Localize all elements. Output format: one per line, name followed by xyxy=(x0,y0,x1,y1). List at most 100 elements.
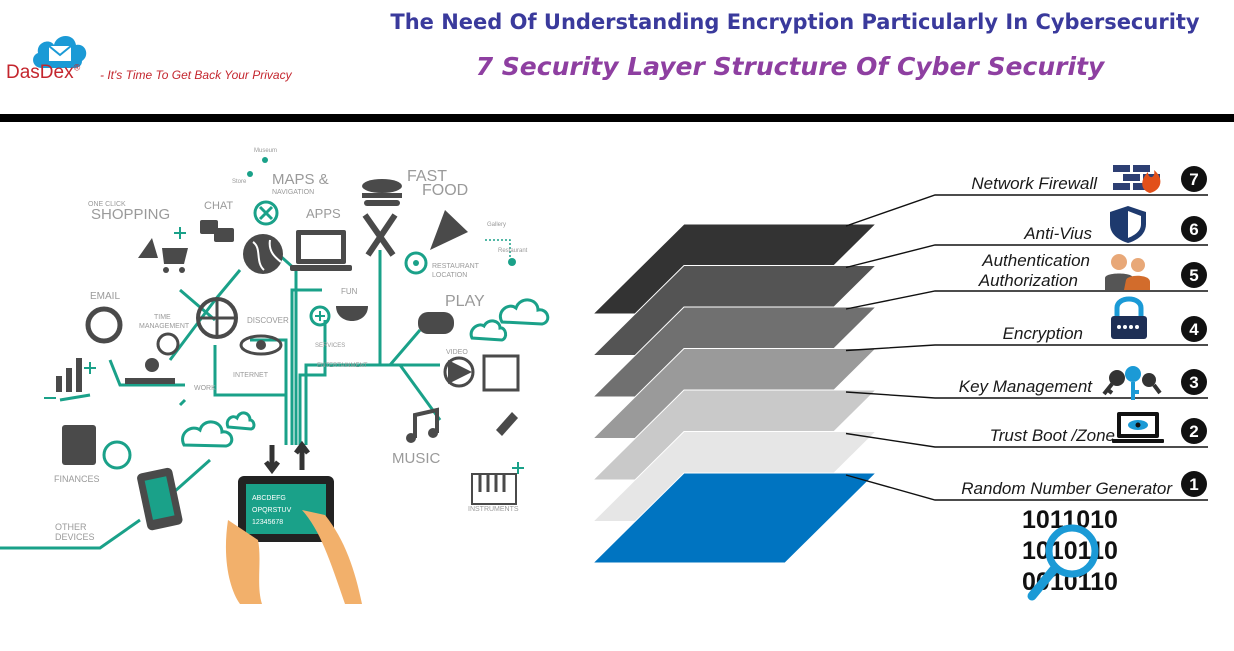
gallery-label: Gallery xyxy=(487,222,506,228)
internet-label: INTERNET xyxy=(233,372,269,379)
piano-keys-icon xyxy=(471,473,517,505)
layer-icons xyxy=(1102,165,1164,443)
leader-line-6 xyxy=(845,244,1208,269)
laptop-eye-icon xyxy=(1112,412,1164,443)
close-circle-icon xyxy=(253,200,279,226)
apps-label: APPS xyxy=(306,206,341,221)
binary-line-2: 1010110 xyxy=(1022,537,1118,565)
tablet-text-2: OPQRSTUV xyxy=(252,507,292,514)
globe-icon xyxy=(243,234,283,274)
dollar-icon xyxy=(102,440,132,470)
work-desk-icon xyxy=(125,378,175,384)
work-label: WORK xyxy=(194,385,216,392)
logo-brand: DasDex® xyxy=(6,62,81,83)
magnifier-icon xyxy=(1027,524,1099,601)
cloud-icons xyxy=(181,298,550,448)
time-label-2: MANAGEMENT xyxy=(139,323,190,330)
number-badge-3 xyxy=(1181,369,1207,395)
number-badge-5 xyxy=(1181,262,1207,288)
discover-label: DISCOVER xyxy=(247,316,289,325)
page-subtitle: 7 Security Layer Structure Of Cyber Secu… xyxy=(475,52,1105,81)
restaurant-location-label-1: RESTAURANT xyxy=(432,263,480,270)
leader-line-7 xyxy=(845,194,1208,227)
shopping-label: SHOPPING xyxy=(91,206,170,223)
upload-arrow-icon xyxy=(294,440,310,470)
leader-line-4 xyxy=(845,344,1208,352)
plus-signs xyxy=(44,227,524,474)
layer-label-5: Authentication xyxy=(981,251,1090,270)
shopping-cart-icon xyxy=(138,238,188,264)
fast-label: FAST xyxy=(407,168,447,185)
download-arrow-icon xyxy=(264,445,280,475)
email-at-icon xyxy=(85,306,123,344)
finances-label: FINANCES xyxy=(54,474,100,484)
logo: DasDex® - It's Time To Get Back Your Pri… xyxy=(6,28,326,88)
devices-label: DEVICES xyxy=(55,532,95,542)
pencil-icon xyxy=(496,412,518,436)
left-hand-icon xyxy=(225,520,262,604)
number-text-1: 1 xyxy=(1189,475,1198,494)
layer-planes xyxy=(591,223,878,564)
fun-mask-icon xyxy=(336,306,368,321)
eye-icon xyxy=(239,334,283,356)
layer-label-5-line2: Authorization xyxy=(978,271,1078,290)
layer-labels: Random Number Generator Trust Boot /Zone K… xyxy=(959,174,1174,498)
gamepad-icon xyxy=(418,312,454,334)
entertainment-label: ENTERTAINMENT xyxy=(317,363,368,369)
layer-label-2: Trust Boot /Zone xyxy=(990,426,1115,445)
page-title: The Need Of Understanding Encryption Par… xyxy=(390,10,1200,34)
number-text-5: 5 xyxy=(1189,266,1198,285)
layer-label-1: Random Number Generator xyxy=(961,479,1173,498)
fork-knife-icon xyxy=(362,213,398,257)
number-text-4: 4 xyxy=(1189,320,1199,339)
museum-pin-icon xyxy=(262,157,268,163)
instruments-label: INSTRUMENTS xyxy=(468,506,519,513)
number-badge-1 xyxy=(1181,471,1207,497)
music-note-icon xyxy=(413,407,439,438)
leader-lines xyxy=(845,194,1208,501)
time-label-1: TIME xyxy=(154,314,171,321)
digital-life-illustration: Museum MAPS & NAVIGATION Store FAST FOOD… xyxy=(0,148,550,604)
cloud-icon xyxy=(225,411,256,431)
padlock-icon xyxy=(1111,296,1147,339)
burger-icon xyxy=(362,179,402,193)
restaurant-label: Restaurant xyxy=(498,248,528,254)
plus-circle-icon xyxy=(309,305,331,327)
layer-label-3: Key Management xyxy=(959,377,1094,396)
store-label: Store xyxy=(232,179,247,185)
maps-label-1: MAPS & xyxy=(272,171,329,188)
clock-icon xyxy=(156,332,180,356)
tablet-text-1: ABCDEFG xyxy=(252,495,286,502)
film-icon xyxy=(482,354,520,392)
number-badge-2 xyxy=(1181,418,1207,444)
layer-label-7: Network Firewall xyxy=(971,174,1098,193)
leader-line-1 xyxy=(845,474,1208,501)
number-badge-7 xyxy=(1181,166,1207,192)
museum-label: Museum xyxy=(254,148,277,154)
cloud-mail-icon xyxy=(33,35,87,68)
layer-label-6: Anti-Vius xyxy=(1023,224,1092,243)
video-label: VIDEO xyxy=(446,349,468,356)
services-label: SERVICES xyxy=(315,343,345,349)
number-text-3: 3 xyxy=(1189,373,1198,392)
play-label: PLAY xyxy=(445,293,485,310)
keys-icon xyxy=(1102,366,1162,400)
leader-line-3 xyxy=(845,391,1208,399)
shield-icon xyxy=(1110,206,1146,243)
number-text-6: 6 xyxy=(1189,220,1198,239)
store-pin-icon xyxy=(247,171,253,177)
logo-tagline: - It's Time To Get Back Your Privacy xyxy=(100,68,292,82)
users-icon xyxy=(1105,254,1150,290)
chat-bubbles-icon xyxy=(200,220,218,234)
play-icon xyxy=(448,360,472,384)
tablet-text-3: 12345678 xyxy=(252,519,283,526)
email-label: EMAIL xyxy=(90,291,120,302)
number-badge-6 xyxy=(1181,216,1207,242)
cloud-icon xyxy=(181,420,234,448)
location-target-icon xyxy=(404,251,428,275)
layer-plane-1 xyxy=(591,472,878,564)
header-divider xyxy=(0,114,1234,122)
chat-label: CHAT xyxy=(204,200,233,212)
